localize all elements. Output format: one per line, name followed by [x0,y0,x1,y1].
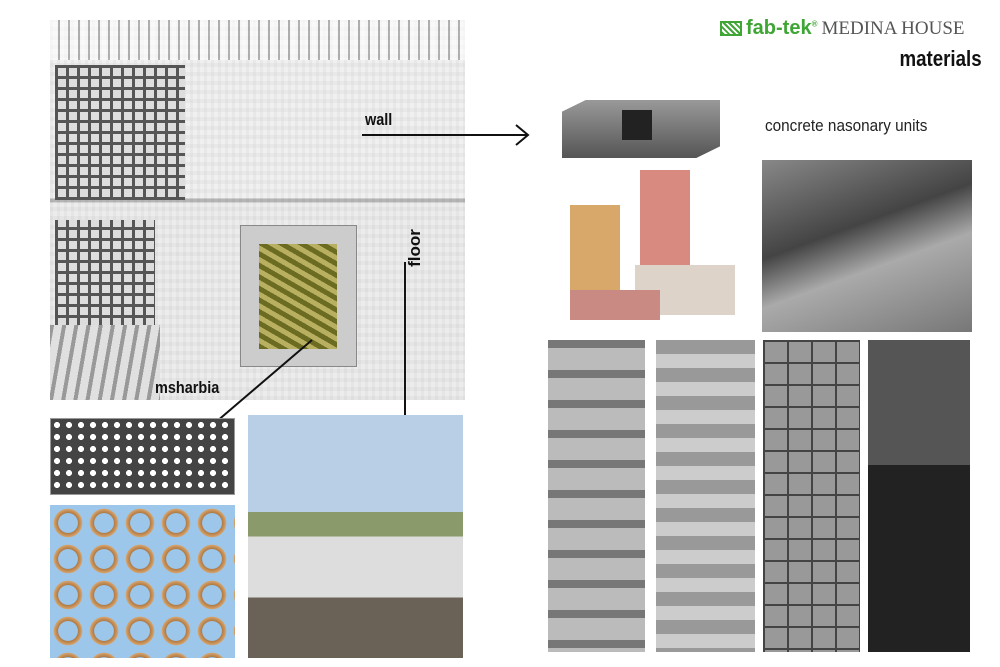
msharbia-pattern-photo [50,418,235,495]
hollowcore-floor-installation-photo [248,415,463,658]
wall-crest [50,20,465,60]
brand-logo: fab-tek® MEDINA HOUSE [720,17,965,40]
steps [50,325,160,400]
breeze-block-screen-lower [55,220,155,340]
msharbia-window [240,225,357,367]
wall-sketch-render [50,20,465,400]
project-title: MEDINA HOUSE [821,18,965,39]
breeze-block-screen-upper [55,65,185,200]
cmu-core [622,110,652,140]
msharbia-label: msharbia [155,378,220,397]
wall-arrow [362,124,530,146]
cmu-wall-photo-3 [763,340,860,652]
logo-icon [720,21,742,36]
red-block [570,290,660,320]
cmu-wall-photo-1 [548,340,645,652]
cmu-caption: concrete nasonary units [765,116,928,135]
cmu-foundation-photo [762,160,972,332]
cmu-wall-photo-4 [868,340,970,652]
colored-blocks-photo [555,165,750,330]
cmu-block-photo [562,100,720,158]
cmu-wall-photo-2 [656,340,755,652]
brand-name: fab-tek® [746,17,818,39]
tan-block [570,205,620,295]
floor-arrow [395,262,415,442]
page-title: materials [899,46,982,71]
wooden-lattice-photo [50,505,235,658]
wall-label: wall [365,110,393,129]
pink-block [640,170,690,280]
registered-mark: ® [811,19,818,29]
msharbia-screen [259,244,337,349]
